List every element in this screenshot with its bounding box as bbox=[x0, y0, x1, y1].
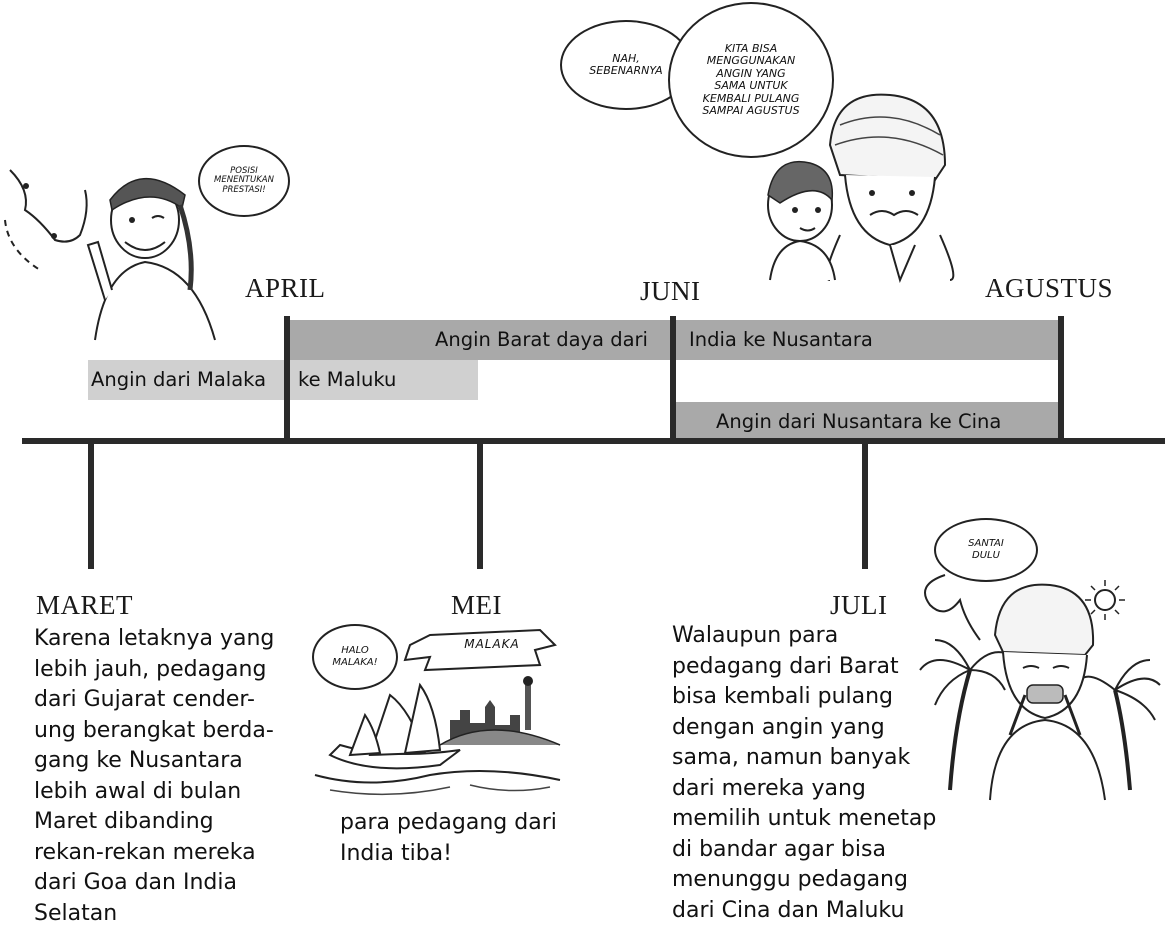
text-line: menunggu pedagang bbox=[672, 867, 908, 892]
bar-malaka-label-right: ke Maluku bbox=[298, 368, 397, 391]
text-line: di bandar agar bisa bbox=[672, 836, 886, 862]
malaka-banner-text: MALAKA bbox=[464, 637, 520, 651]
speech-bubble-posisi: POSISI MENENTUKAN PRESTASI! bbox=[198, 145, 290, 217]
month-agustus: AGUSTUS bbox=[985, 273, 1114, 303]
man-drinking-illustration bbox=[919, 574, 1161, 801]
text-line: Maret dibanding bbox=[34, 809, 214, 834]
text-line: dari mereka yang bbox=[672, 775, 866, 801]
speech-text: NAH, bbox=[612, 52, 640, 65]
text-line: lebih awal di bulan bbox=[34, 778, 242, 804]
text-line: dari Gujarat cender- bbox=[34, 687, 255, 712]
speech-text: HALO bbox=[341, 645, 369, 656]
speech-text: ANGIN YANG bbox=[716, 66, 786, 80]
mei-description: para pedagang dari India tiba! bbox=[340, 808, 557, 869]
month-juli: JULI bbox=[830, 590, 888, 620]
speech-text: PRESTASI! bbox=[222, 184, 266, 195]
text-line: Karena letaknya yang bbox=[34, 626, 275, 651]
bar-malaka-label-left: Angin dari Malaka bbox=[91, 368, 267, 391]
maret-description: Karena letaknya yang lebih jauh, pedagan… bbox=[34, 624, 274, 929]
bar-southwest-label-right: India ke Nusantara bbox=[689, 328, 873, 351]
text-line: dengan angin yang bbox=[672, 714, 885, 740]
text-line: ung berangkat berda- bbox=[34, 717, 274, 743]
speech-text: MENENTUKAN bbox=[214, 175, 274, 186]
bar-malaka-maluku bbox=[88, 360, 478, 400]
text-line: gang ke Nusantara bbox=[34, 748, 243, 773]
malaka-harbor-illustration bbox=[314, 628, 561, 796]
text-line: India tiba! bbox=[340, 840, 452, 866]
speech-text: POSISI bbox=[230, 165, 258, 176]
boy-pointing-illustration bbox=[4, 169, 216, 341]
month-juni: JUNI bbox=[640, 276, 701, 306]
old-man-and-boy-illustration bbox=[767, 93, 955, 283]
speech-bubble-nah: NAH, SEBENARNYA bbox=[560, 20, 692, 110]
text-line: para pedagang dari bbox=[340, 810, 557, 835]
speech-text: DULU bbox=[972, 550, 1000, 561]
tick-juni bbox=[670, 316, 676, 441]
tick-mei bbox=[477, 441, 483, 569]
speech-text: KITA BISA bbox=[724, 41, 778, 55]
text-line: lebih jauh, pedagang bbox=[34, 656, 267, 682]
text-line: rekan-rekan mereka bbox=[34, 839, 256, 865]
timeline-axis bbox=[22, 438, 1165, 444]
month-maret: MARET bbox=[36, 590, 133, 620]
text-line: dari Goa dan India bbox=[34, 870, 237, 895]
text-line: pedagang dari Barat bbox=[672, 653, 899, 679]
text-line: memilih untuk menetap bbox=[672, 806, 937, 831]
speech-text: SANTAI bbox=[968, 538, 1004, 549]
speech-bubble-santai: SANTAI DULU bbox=[934, 518, 1038, 582]
speech-text: KEMBALI PULANG bbox=[702, 91, 800, 105]
bar-southwest-label-left: Angin Barat daya dari bbox=[435, 328, 648, 351]
month-april: APRIL bbox=[245, 273, 326, 303]
tick-juli bbox=[862, 441, 868, 569]
speech-bubble-halo: HALO MALAKA! bbox=[312, 624, 398, 690]
speech-text: SEBENARNYA bbox=[589, 64, 663, 77]
bar-nusantara-cina bbox=[674, 402, 1058, 439]
speech-text: SAMA UNTUK bbox=[714, 79, 788, 92]
speech-text: MENGGUNAKAN bbox=[706, 54, 796, 67]
speech-text: SAMPAI AGUSTUS bbox=[702, 104, 800, 117]
juli-description: Walaupun para pedagang dari Barat bisa k… bbox=[672, 621, 936, 926]
text-line: Walaupun para bbox=[672, 623, 839, 648]
month-mei: MEI bbox=[451, 590, 502, 620]
speech-text: MALAKA! bbox=[332, 657, 378, 668]
text-line: bisa kembali pulang bbox=[672, 684, 894, 709]
speech-bubble-kita-bisa: KITA BISA MENGGUNAKAN ANGIN YANG SAMA UN… bbox=[668, 2, 834, 158]
text-line: Selatan bbox=[34, 900, 118, 926]
tick-agustus bbox=[1058, 316, 1064, 441]
text-line: dari Cina dan Maluku bbox=[672, 897, 905, 923]
tick-maret bbox=[88, 441, 94, 569]
text-line: sama, namun banyak bbox=[672, 745, 911, 770]
tick-april bbox=[284, 316, 290, 441]
bar-nusantara-cina-label: Angin dari Nusantara ke Cina bbox=[716, 410, 1002, 433]
